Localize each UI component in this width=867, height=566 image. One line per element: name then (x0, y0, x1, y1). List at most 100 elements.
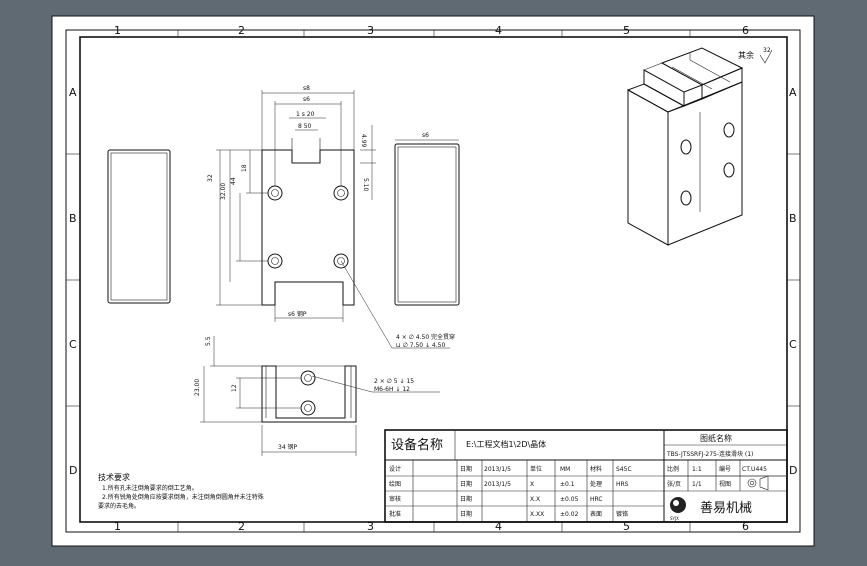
dim-side-width: s6 (422, 132, 429, 139)
dim-front-w: 34 钢P (278, 443, 298, 451)
row2-k2: 处理 (590, 480, 602, 488)
row1-k1: 单位 (530, 465, 542, 473)
row-b-left: B (69, 212, 77, 225)
col-4-bottom: 4 (495, 520, 502, 533)
dim-bottom-w: s6 钢P (288, 310, 307, 318)
dim-top-w1: s8 (303, 85, 310, 92)
col-3-top: 3 (367, 24, 374, 37)
roughness-symbol: 其余 32 (738, 47, 773, 64)
main-dimensions (216, 90, 450, 349)
row1-date-label: 日期 (460, 465, 472, 473)
dim-front-h1: 5.5 (205, 336, 212, 346)
row3-v1: ±0.05 (560, 496, 579, 503)
tech-requirements: 技术要求 1.所有孔未注倒角要求的倒工艺角。 2.所有锐角处倒角应按要求倒角，未… (98, 472, 264, 510)
row3-k2: HRC (590, 496, 603, 503)
row4-date-label: 日期 (460, 510, 472, 518)
left-view (107, 149, 171, 304)
dim-top-w2: s6 (303, 96, 310, 103)
row-d-right: D (789, 464, 797, 477)
row-c-left: C (69, 338, 77, 351)
dim-top-w4: 8 50 (298, 123, 312, 130)
row2-v1: ±0.1 (560, 481, 575, 488)
page-label: 张/页 (667, 480, 681, 488)
projection-icon (747, 475, 769, 491)
scale-value: 1:1 (692, 466, 702, 473)
drawing-path: E:\工程文档1\2D\晶体 (466, 439, 546, 449)
front-view (261, 365, 357, 423)
col-2-bottom: 2 (238, 520, 245, 533)
right-view-inner (397, 146, 457, 303)
row1-v1: MM (560, 466, 570, 473)
row1-k2: 材料 (590, 465, 602, 473)
roughness-value: 32 (763, 47, 771, 54)
col-5-bottom: 5 (623, 520, 630, 533)
row2-date: 2013/1/5 (484, 481, 511, 488)
callout-holes-front: 2 × ∅ 5 ↓ 15 (374, 378, 414, 385)
col-6-top: 6 (742, 24, 749, 37)
row4-k2: 表面 (590, 510, 602, 518)
row3-k1: X.X (530, 496, 540, 503)
title-block (384, 429, 788, 523)
dim-left-h1: 32 (207, 174, 214, 182)
dim-left-h2: 32.00 (220, 183, 227, 200)
drawing-label: 图纸名称 (700, 433, 732, 443)
code-value: CT.U445 (742, 466, 767, 473)
col-1-bottom: 1 (114, 520, 121, 533)
dim-left-h4: 18 (241, 164, 248, 172)
row3-role: 审核 (389, 495, 401, 503)
title-block-text: 设备名称 E:\工程文档1\2D\晶体 图纸名称 TBS-JTSSRFJ-275… (389, 433, 769, 521)
row4-k1: X.XX (530, 511, 544, 518)
tech-item-3: 要求的去毛角。 (98, 502, 140, 510)
col-3-bottom: 3 (367, 520, 374, 533)
row4-v2: 镀铬 (616, 510, 628, 518)
tech-item-2: 2.所有锐角处倒角应按要求倒角，未注倒角倒圆角并未注特殊 (102, 493, 264, 501)
row-a-left: A (69, 86, 77, 99)
col-1-top: 1 (114, 24, 121, 37)
dim-top-w3: 1 s 20 (296, 111, 315, 118)
row1-v2: S45C (616, 466, 632, 473)
equip-label: 设备名称 (391, 437, 443, 453)
logo-text: SYJX (670, 516, 679, 521)
roughness-label: 其余 (738, 50, 754, 60)
right-view (394, 143, 460, 306)
row-a-right: A (789, 86, 797, 99)
roughness-check-icon (759, 49, 773, 64)
tech-item-1: 1.所有孔未注倒角要求的倒工艺角。 (102, 484, 198, 492)
dim-right-h1: 4.99 (360, 134, 367, 148)
zone-labels: 1 2 3 4 5 6 1 2 3 4 5 6 A B C D A B C D (69, 24, 797, 533)
dim-front-h3: 12 (231, 384, 238, 392)
row4-v1: ±0.02 (560, 511, 579, 518)
col-6-bottom: 6 (742, 520, 749, 533)
callout-holes-front-2: M6-6H ↓ 12 (374, 386, 410, 393)
row-c-right: C (789, 338, 797, 351)
row2-v2: HRS (616, 481, 629, 488)
left-view-inner (110, 152, 168, 301)
row1-date: 2013/1/5 (484, 466, 511, 473)
view-label: 视图 (719, 480, 731, 488)
col-2-top: 2 (238, 24, 245, 37)
drawing-name: TBS-JTSSRFJ-275-连接滑块 (1) (666, 450, 753, 458)
dim-front-h2: 23.00 (194, 379, 201, 396)
scale-label: 比例 (667, 465, 679, 473)
dim-right-h2: 5.10 (362, 178, 369, 192)
zone-ticks (66, 30, 800, 532)
col-5-top: 5 (623, 24, 630, 37)
company-name: 善易机械 (700, 500, 752, 516)
callout-holes-top-2: ⊔ ∅ 7.50 ↓ 4.50 (396, 342, 445, 349)
row2-role: 绘图 (389, 480, 401, 488)
row2-k1: X (530, 481, 534, 488)
row-d-left: D (69, 464, 77, 477)
front-dim-labels: 5.5 23.00 12 34 钢P 2 × ∅ 5 ↓ 15 M6-6H ↓ … (194, 336, 414, 451)
main-dim-labels: s8 s6 1 s 20 8 50 4.99 5.10 32 32.00 44 … (207, 85, 455, 349)
page-value: 1/1 (692, 481, 702, 488)
tech-title: 技术要求 (98, 472, 130, 482)
row-b-right: B (789, 212, 797, 225)
row2-date-label: 日期 (460, 480, 472, 488)
row3-date-label: 日期 (460, 495, 472, 503)
isometric-view (626, 47, 744, 246)
row4-role: 批准 (389, 510, 401, 518)
inner-frame (65, 29, 801, 533)
callout-holes-top: 4 × ∅ 4.50 完全贯穿 (396, 333, 455, 341)
